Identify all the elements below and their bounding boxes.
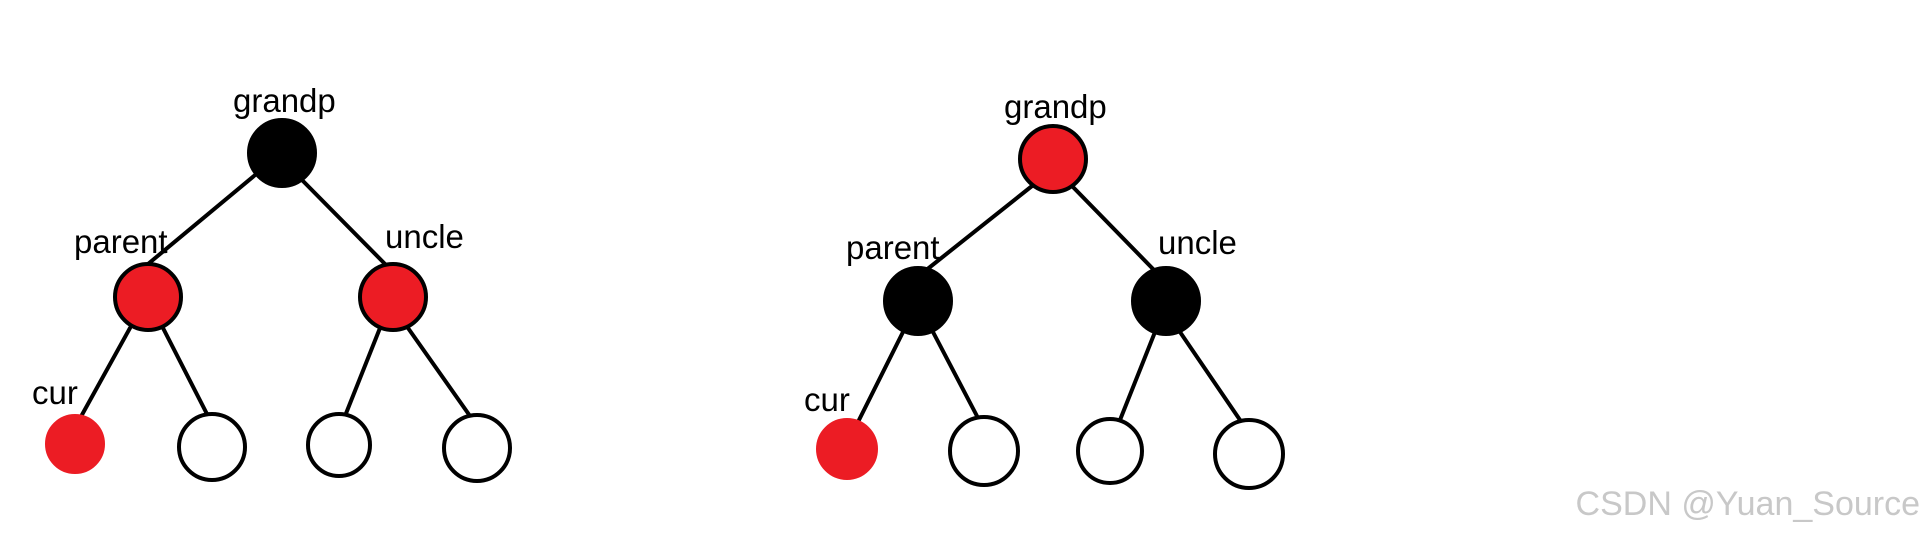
node-label-uncle: uncle (385, 218, 464, 255)
tree-node-leaf (306, 412, 372, 478)
edge-parent-right-child (161, 326, 210, 418)
tree-node-grandp (247, 118, 317, 188)
edge-parent-right-child (931, 330, 980, 420)
watermark: CSDN @Yuan_Source (1576, 485, 1920, 523)
tree-node-uncle (1131, 266, 1201, 336)
edge-parent-cur (855, 330, 905, 426)
tree-node-parent (113, 262, 183, 332)
tree-node-leaf (948, 415, 1020, 487)
tree-after: grandp parent uncle cur (804, 88, 1285, 490)
node-label-parent: parent (846, 229, 940, 266)
tree-node-leaf (442, 413, 512, 483)
tree-node-leaf (177, 412, 247, 482)
tree-node-parent (883, 266, 953, 336)
node-label-cur: cur (32, 374, 78, 411)
tree-before: grandp parent uncle cur (32, 82, 512, 483)
tree-node-leaf (1213, 418, 1285, 490)
edge-uncle-left-child (343, 326, 382, 418)
tree-node-cur (816, 418, 878, 480)
node-label-grandp: grandp (1004, 88, 1107, 125)
node-label-parent: parent (74, 223, 168, 260)
edge-uncle-right-child (1178, 330, 1242, 422)
edge-grandp-uncle (300, 178, 387, 266)
edge-parent-cur (76, 326, 132, 424)
node-label-grandp: grandp (233, 82, 336, 119)
node-label-cur: cur (804, 381, 850, 418)
tree-node-uncle (358, 262, 428, 332)
tree-node-grandp (1018, 124, 1088, 194)
node-label-uncle: uncle (1158, 224, 1237, 261)
edge-uncle-left-child (1118, 330, 1157, 422)
edge-grandp-uncle (1070, 184, 1157, 273)
tree-node-leaf (1076, 417, 1144, 485)
edge-uncle-right-child (406, 326, 472, 418)
edge-grandp-parent (923, 184, 1034, 273)
tree-node-cur (45, 414, 105, 474)
